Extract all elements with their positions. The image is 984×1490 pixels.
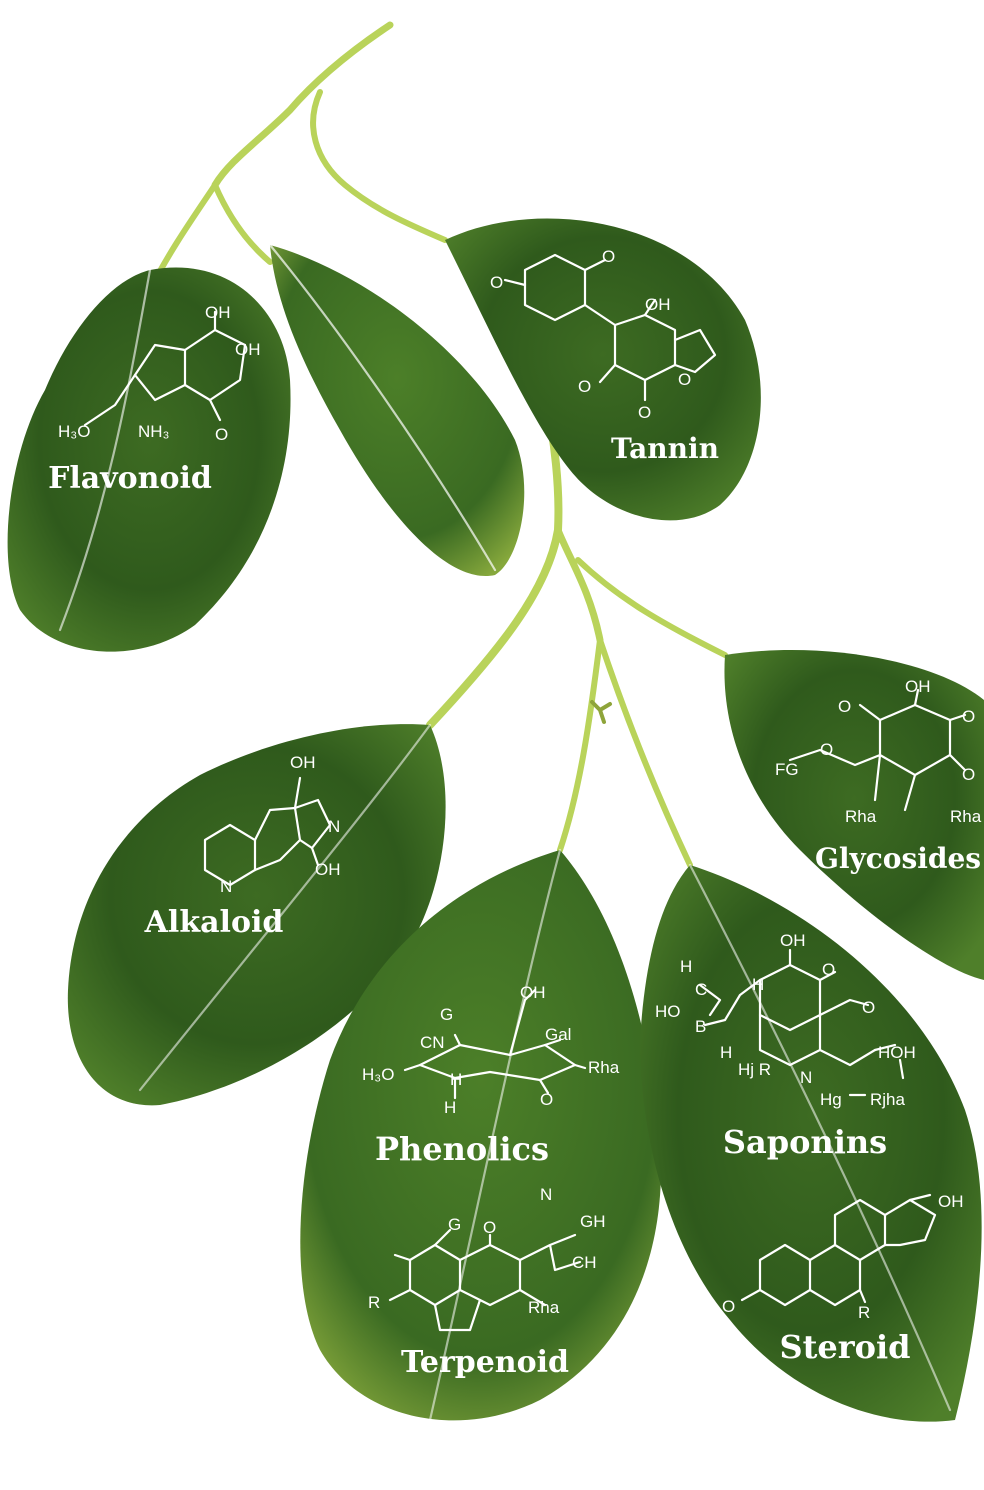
alkaloid-atom-oh2: OH [315,860,341,879]
phenolics-atom-h1: H [450,1070,462,1089]
flavonoid-structure: OH OH H₃O NH₃ O [58,303,261,444]
terpenoid-label: Terpenoid [401,1345,569,1380]
saponins-atom-n: N [800,1068,812,1087]
tannin-label: Tannin [611,432,719,465]
glycosides-atom-o4: O [820,740,833,759]
saponins-atom-ho: HO [655,1002,681,1021]
saponins-atom-b: B [695,1017,706,1036]
tannin-structure: O O OH O O O [490,247,717,422]
phenolics-atom-h3o: H₃O [362,1065,394,1084]
glycosides-atom-fg: FG [775,760,799,779]
phenolics-atom-rha: Rha [588,1058,620,1077]
terpenoid-atom-ch: CH [572,1253,597,1272]
glycosides-label: Glycosides [815,842,981,875]
saponins-label: Saponins [723,1123,887,1161]
steroid-atom-oh: OH [938,1192,964,1211]
flavonoid-atom-oh2: OH [235,340,261,359]
flavonoid-label: Flavonoid [48,461,212,496]
flavonoid-atom-h3o: H₃O [58,422,90,441]
alkaloid-atom-n2: N [220,877,232,896]
steroid-atom-r: R [858,1303,870,1322]
tannin-atom-o2: O [602,247,615,266]
alkaloid-structure: OH N OH N [203,753,341,896]
terpenoid-atom-n: N [540,1185,552,1204]
leaf-tannin: O O OH O O O Tannin [445,218,761,521]
flavonoid-atom-o: O [215,425,228,444]
leaf-glycosides: OH O O O FG O Rha Rha Glycosides [724,650,984,980]
glycosides-atom-rha1: Rha [845,807,877,826]
alkaloid-atom-n1: N [328,817,340,836]
bud [590,700,612,724]
saponins-atom-hoh: HOH [878,1043,916,1062]
tannin-atom-o4: O [678,370,691,389]
saponins-atom-rjha: Rjha [870,1090,906,1109]
saponins-atom-h2: H [752,975,764,994]
steroid-label: Steroid [780,1328,911,1366]
saponins-atom-c: C [695,980,707,999]
saponins-atom-o2: O [862,998,875,1017]
phenolics-atom-cn: CN [420,1033,445,1052]
saponins-atom-oh1: OH [780,931,806,950]
leaf-saponins-steroid: OH H HO C H O O B H Hj R N HOH Hg Rjha S… [640,863,982,1422]
flavonoid-atom-oh1: OH [205,303,231,322]
terpenoid-atom-gh: GH [580,1212,606,1231]
glycosides-atom-o3: O [962,765,975,784]
flavonoid-atom-nh3: NH₃ [138,422,169,441]
phenolics-atom-oh: OH [520,983,546,1002]
leaf-phenolics-terpenoid: G OH CN Gal H₃O Rha H O H Phenolics G O … [300,848,662,1422]
alkaloid-label: Alkaloid [144,905,284,940]
phenolics-atom-gal: Gal [545,1025,571,1044]
saponins-atom-h3: H [720,1043,732,1062]
terpenoid-atom-g: G [448,1215,461,1234]
saponins-structure: OH H HO C H O O B H Hj R N HOH Hg Rjha [655,931,916,1109]
stem-top [211,21,394,189]
steroid-structure: OH O R [722,1192,964,1322]
steroid-atom-o: O [722,1297,735,1316]
leaf-flavonoid: OH OH H₃O NH₃ O Flavonoid [7,267,291,652]
phenolics-atom-o: O [540,1090,553,1109]
glycosides-structure: OH O O O FG O Rha Rha [775,677,982,826]
terpenoid-atom-rha: Rha [528,1298,560,1317]
glycosides-atom-oh: OH [905,677,931,696]
glycosides-atom-o1: O [838,697,851,716]
saponins-atom-o1: O [822,960,835,979]
alkaloid-atom-oh1: OH [290,753,316,772]
terpenoid-atom-r: R [368,1293,380,1312]
phenolics-atom-h2: H [444,1098,456,1117]
glycosides-atom-o2: O [962,707,975,726]
phenolics-label: Phenolics [375,1130,549,1168]
saponins-atom-hg: Hg [820,1090,842,1109]
terpenoid-atom-o: O [483,1218,496,1237]
tannin-atom-o3: O [578,377,591,396]
glycosides-atom-rha2: Rha [950,807,982,826]
tannin-atom-o1: O [490,273,503,292]
saponins-atom-h1: H [680,957,692,976]
tannin-atom-o5: O [638,403,651,422]
tannin-atom-oh: OH [645,295,671,314]
leaf-alkaloid: OH N OH N Alkaloid [67,723,446,1106]
phenolics-atom-g: G [440,1005,453,1024]
saponins-atom-hjr: Hj R [738,1060,771,1079]
terpenoid-structure: G O N GH CH R Rha [368,1185,606,1332]
leaf-plain [268,243,525,577]
phenolics-structure: G OH CN Gal H₃O Rha H O H [362,983,620,1117]
